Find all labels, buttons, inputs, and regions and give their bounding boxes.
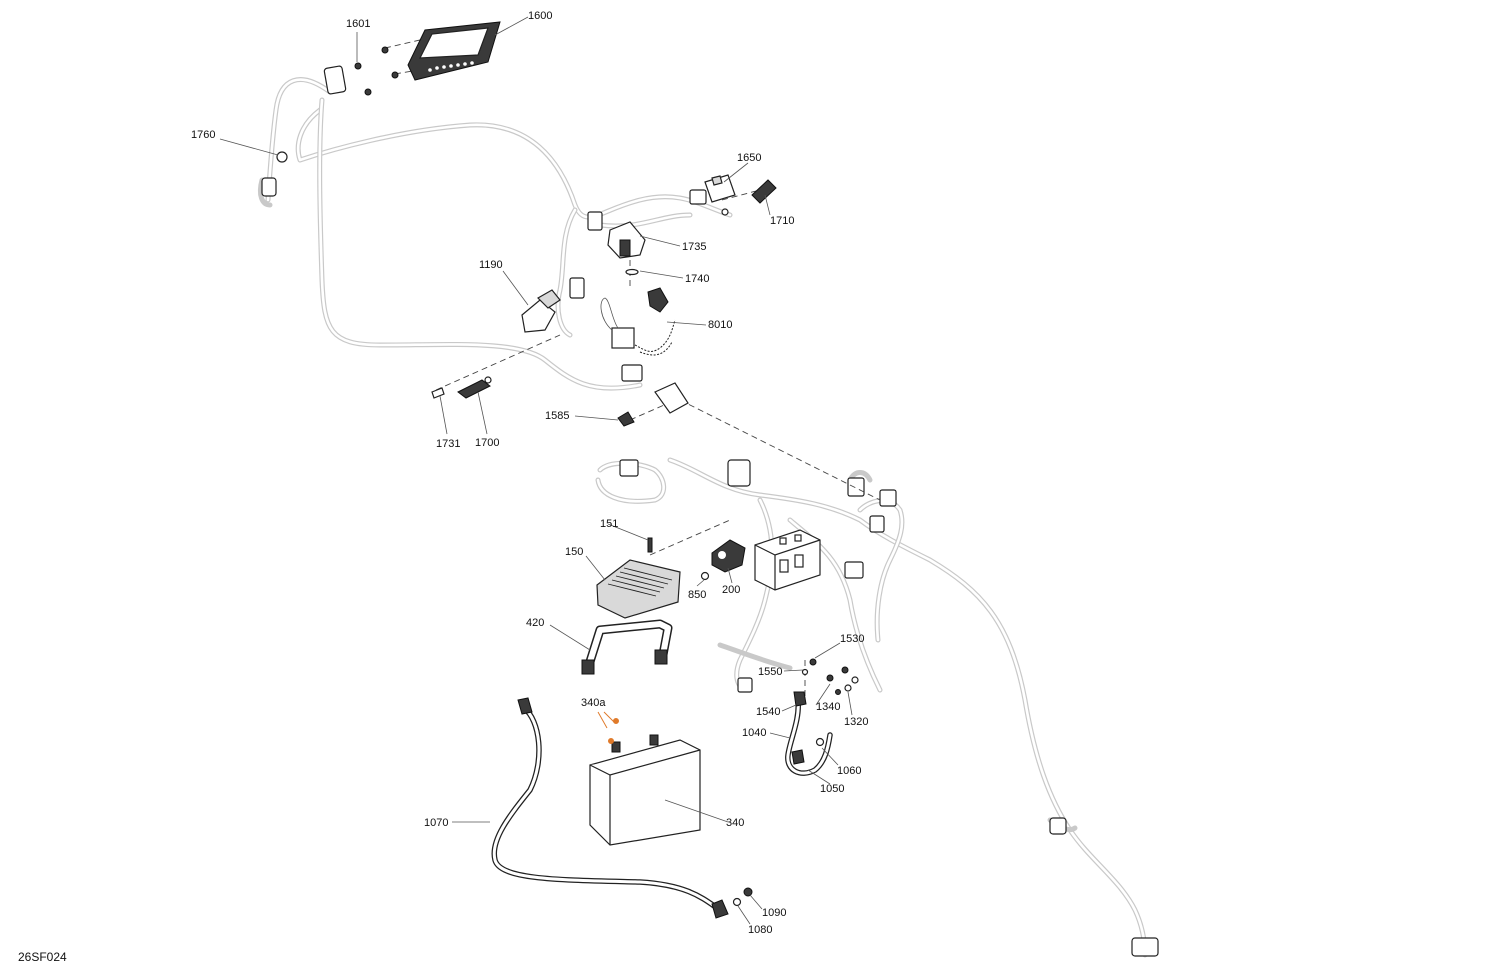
grommet-icon [276, 151, 288, 163]
callout-1070: 1070 [424, 817, 448, 829]
callout-1090: 1090 [762, 907, 786, 919]
callout-340a: 340a [581, 697, 606, 709]
callout-1740: 1740 [685, 273, 709, 285]
callout-150: 150 [565, 546, 583, 558]
bolt-head-icon [743, 887, 753, 897]
screw-icon [354, 46, 399, 96]
diagram-id-code: 26SF024 [18, 950, 67, 964]
callout-420: 420 [526, 617, 544, 629]
battery-icon [589, 734, 701, 846]
callout-1040: 1040 [742, 727, 766, 739]
clip-icon [431, 387, 445, 399]
leader-lines [219, 16, 853, 925]
callout-1735: 1735 [682, 241, 706, 253]
fastener-set-icon [801, 658, 859, 695]
callout-1540: 1540 [756, 706, 780, 718]
callout-1700: 1700 [475, 437, 499, 449]
washer-icon [625, 268, 639, 276]
callout-1190: 1190 [479, 259, 503, 271]
callout-850: 850 [688, 589, 706, 601]
starter-relay-icon [711, 539, 746, 573]
callout-1760: 1760 [191, 129, 215, 141]
callout-340: 340 [726, 817, 744, 829]
lock-washer-icon [732, 897, 742, 907]
callout-1060: 1060 [837, 765, 861, 777]
callout-1320: 1320 [844, 716, 868, 728]
callout-151: 151 [600, 518, 618, 530]
terminal-bolt-icon [597, 711, 619, 744]
battery-strap-icon [581, 619, 673, 675]
callout-1340: 1340 [816, 701, 840, 713]
fuse-box-icon [754, 529, 821, 591]
ignition-switch-icon [607, 221, 646, 259]
callout-1650: 1650 [737, 152, 761, 164]
nut-icon [700, 571, 710, 581]
voltage-regulator-icon [596, 559, 681, 619]
callout-1080: 1080 [748, 924, 772, 936]
callout-1550: 1550 [758, 666, 782, 678]
ground-cable-icon [785, 691, 833, 776]
relay-connector-icon [457, 376, 492, 399]
callout-200: 200 [722, 584, 740, 596]
callout-8010: 8010 [708, 319, 732, 331]
battery-cable-icon [491, 697, 729, 919]
display-cluster-icon [407, 21, 501, 81]
assembly-lines [384, 39, 881, 700]
sensor-icon [521, 289, 561, 333]
module-icon [617, 382, 689, 427]
connector-icon [751, 179, 777, 204]
key-lanyard-icon [600, 287, 676, 356]
washer-icon [815, 737, 825, 747]
callout-labels: 1601 1600 1760 1650 1710 1735 1740 1190 … [191, 10, 868, 936]
callout-1710: 1710 [770, 215, 794, 227]
callout-1601: 1601 [346, 18, 370, 30]
callout-1600: 1600 [528, 10, 552, 22]
callout-1585: 1585 [545, 410, 569, 422]
wiring-harness [257, 65, 1159, 958]
bolt-icon [647, 537, 653, 553]
callout-1731: 1731 [436, 438, 460, 450]
callout-1530: 1530 [840, 633, 864, 645]
switch-icon [704, 174, 736, 203]
callout-1050: 1050 [820, 783, 844, 795]
